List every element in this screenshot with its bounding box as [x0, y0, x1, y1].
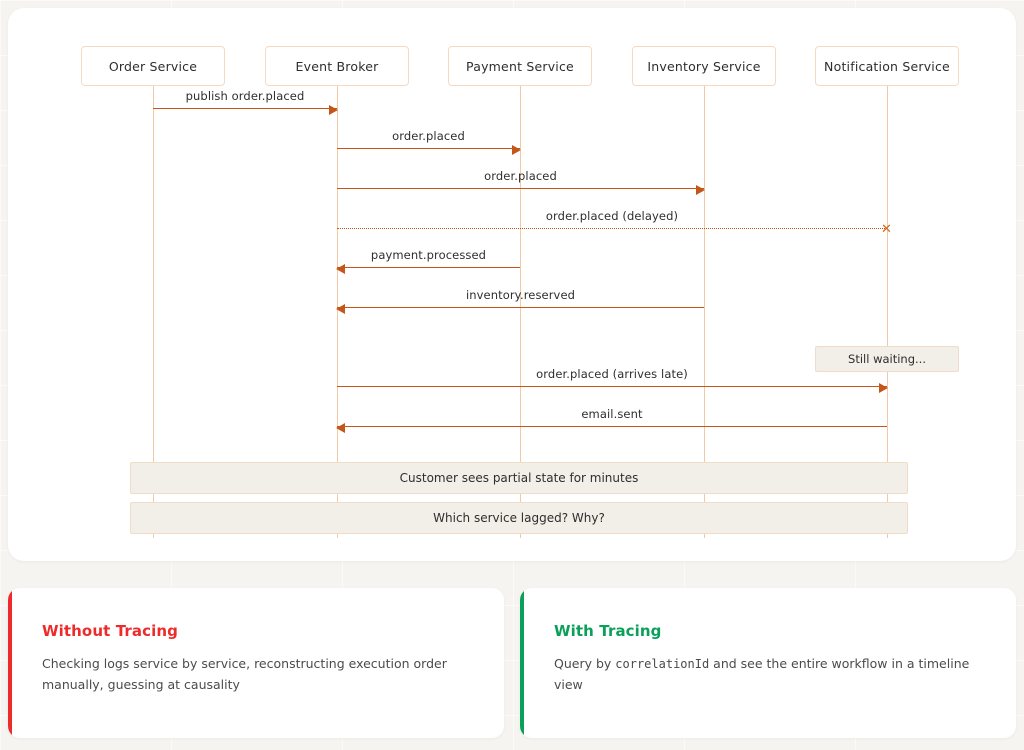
participant-label: Inventory Service — [647, 58, 761, 74]
participant-inventory-service[interactable]: Inventory Service — [632, 46, 776, 86]
message-arrow: publish order.placed — [153, 83, 338, 115]
participant-label: Payment Service — [466, 58, 574, 74]
message-line — [337, 188, 704, 189]
note-label: Still waiting... — [848, 352, 926, 366]
message-arrow: payment.processed — [336, 242, 520, 274]
lifeline-inventory-service — [704, 86, 705, 538]
arrowhead-icon — [329, 104, 338, 115]
message-label: order.placed — [392, 129, 465, 143]
card-without-tracing: Without Tracing Checking logs service by… — [8, 588, 504, 738]
note-bar-label: Which service lagged? Why? — [433, 511, 605, 525]
participant-order-service[interactable]: Order Service — [81, 46, 225, 86]
message-line — [337, 386, 887, 387]
participant-label: Order Service — [108, 58, 198, 74]
card-body-without-tracing: Checking logs service by service, recons… — [42, 656, 447, 692]
participant-payment-service[interactable]: Payment Service — [448, 46, 592, 86]
message-arrow: order.placed (delayed) ✕ — [337, 203, 892, 236]
card-with-tracing: With Tracing Query by correlationId and … — [520, 588, 1016, 738]
note-bar-2: Which service lagged? Why? — [130, 502, 908, 534]
message-arrow: email.sent — [336, 401, 887, 433]
lifeline-notification-service — [887, 86, 888, 538]
arrowhead-icon — [336, 422, 345, 433]
message-label: payment.processed — [370, 248, 487, 262]
comparison-cards: Without Tracing Checking logs service by… — [8, 588, 1016, 738]
message-line — [337, 267, 520, 268]
participant-event-broker[interactable]: Event Broker — [265, 46, 409, 86]
message-arrow: inventory.reserved — [336, 282, 704, 314]
message-label: order.placed (delayed) — [545, 209, 679, 223]
message-line — [337, 307, 704, 308]
note-still-waiting: Still waiting... — [815, 346, 959, 372]
participant-notification-service[interactable]: Notification Service — [815, 46, 959, 86]
arrowhead-icon — [336, 303, 345, 314]
message-drop-x-icon: ✕ — [881, 222, 892, 237]
lifeline-payment-service — [520, 86, 521, 538]
participant-label: Event Broker — [295, 58, 379, 74]
card-accent-bar-red — [8, 588, 12, 738]
message-line — [337, 148, 520, 149]
message-label: email.sent — [581, 407, 643, 421]
message-line — [153, 108, 337, 109]
card-title-without-tracing: Without Tracing — [42, 622, 178, 640]
message-arrow: order.placed (arrives late) — [337, 361, 888, 393]
arrowhead-icon — [512, 144, 521, 155]
sequence-diagram-card: Order Service Event Broker Payment Service… — [8, 8, 1016, 561]
message-label: inventory.reserved — [465, 288, 576, 302]
card-title-with-tracing: With Tracing — [554, 622, 662, 640]
sequence-diagram: Order Service Event Broker Payment Service… — [8, 8, 1016, 561]
message-arrow: order.placed — [337, 123, 521, 155]
card-body-with-tracing: Query by correlationId and see the entir… — [554, 654, 984, 695]
arrowhead-icon — [696, 184, 705, 195]
message-arrow: order.placed — [337, 163, 705, 195]
arrowhead-icon — [879, 382, 888, 393]
participant-label: Notification Service — [824, 58, 950, 74]
correlation-id-code: correlationId — [615, 657, 710, 671]
card-body-text-lead: Query by — [554, 656, 616, 671]
message-label: order.placed (arrives late) — [536, 367, 688, 381]
arrowhead-icon — [336, 263, 345, 274]
lifeline-order-service — [153, 86, 154, 538]
note-bar-1: Customer sees partial state for minutes — [130, 462, 908, 494]
card-accent-bar-green — [520, 588, 524, 738]
message-label: order.placed — [484, 169, 557, 183]
card-body-text-tail: and see the entire workflow in a timelin… — [554, 656, 970, 692]
message-line — [337, 426, 887, 427]
message-label: publish order.placed — [185, 89, 305, 103]
note-bar-label: Customer sees partial state for minutes — [399, 471, 639, 485]
message-line — [337, 228, 887, 229]
